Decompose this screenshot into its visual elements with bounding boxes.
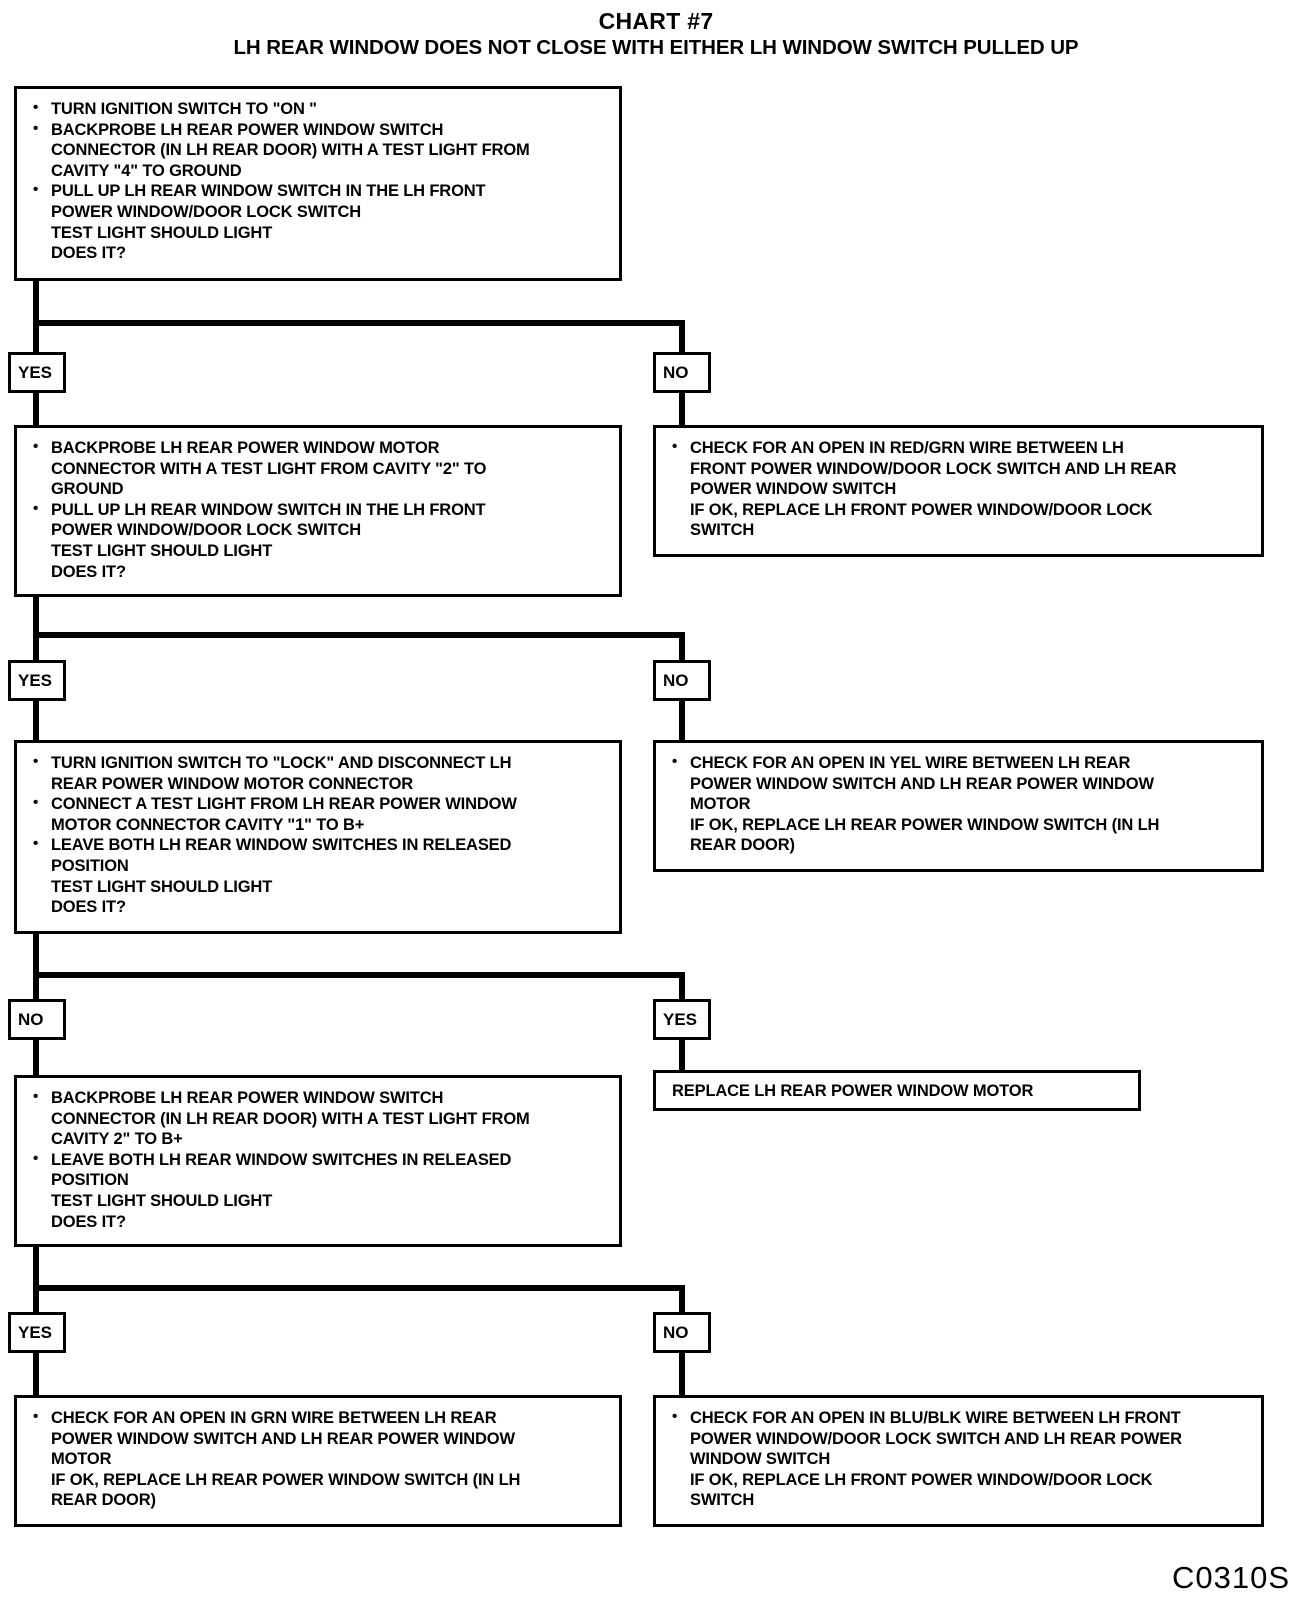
connector-step3-stem (33, 934, 39, 1008)
node-step2-no-line-0: CHECK FOR AN OPEN IN YEL WIRE BETWEEN LH… (668, 752, 1251, 774)
node-step1-no: CHECK FOR AN OPEN IN RED/GRN WIRE BETWEE… (653, 425, 1264, 557)
connector-branch1-bus (33, 320, 685, 326)
node-step2-line-5: TEST LIGHT SHOULD LIGHT (51, 541, 273, 560)
node-step4-no-line-1: POWER WINDOW/DOOR LOCK SWITCH AND LH REA… (690, 1429, 1182, 1448)
decision-chip-yes-3[interactable]: YES (653, 999, 711, 1040)
node-step1-line-6: TEST LIGHT SHOULD LIGHT (51, 223, 273, 242)
node-step4-line-1: CONNECTOR (IN LH REAR DOOR) WITH A TEST … (51, 1109, 530, 1128)
node-step1-line-7: DOES IT? (51, 244, 126, 263)
connector-branch2-right-drop (679, 632, 685, 669)
node-step1-no-line-4: SWITCH (690, 521, 755, 540)
node-step1-no-line-3: IF OK, REPLACE LH FRONT POWER WINDOW/DOO… (690, 500, 1153, 519)
connector-branch1-right-drop (679, 320, 685, 363)
node-step3: TURN IGNITION SWITCH TO "LOCK" AND DISCO… (14, 740, 622, 934)
node-step4-line-0: BACKPROBE LH REAR POWER WINDOW SWITCH (29, 1087, 609, 1109)
node-step4-no-line-2: WINDOW SWITCH (690, 1450, 831, 1469)
decision-chip-no-1[interactable]: NO (653, 352, 711, 393)
chart-subtitle: LH REAR WINDOW DOES NOT CLOSE WITH EITHE… (233, 36, 1079, 59)
node-step1-no-line-2: POWER WINDOW SWITCH (690, 480, 897, 499)
node-step2-no-line-4: REAR DOOR) (690, 836, 795, 855)
node-step3-yes: REPLACE LH REAR POWER WINDOW MOTOR (653, 1070, 1141, 1111)
node-step4-line-3: LEAVE BOTH LH REAR WINDOW SWITCHES IN RE… (29, 1149, 609, 1171)
node-step2-line-4: POWER WINDOW/DOOR LOCK SWITCH (51, 521, 362, 540)
node-step1-line-0: TURN IGNITION SWITCH TO "ON " (29, 98, 609, 120)
node-step1-line-1: BACKPROBE LH REAR POWER WINDOW SWITCH (29, 119, 609, 141)
node-step3-line-2: CONNECT A TEST LIGHT FROM LH REAR POWER … (29, 793, 609, 815)
decision-chip-no-4[interactable]: NO (653, 1312, 711, 1353)
node-step1-line-5: POWER WINDOW/DOOR LOCK SWITCH (51, 202, 362, 221)
node-step2-line-6: DOES IT? (51, 562, 126, 581)
node-step3-line-0: TURN IGNITION SWITCH TO "LOCK" AND DISCO… (29, 752, 609, 774)
connector-branch2-bus (33, 632, 685, 638)
node-step4-yes-line-2: MOTOR (51, 1450, 112, 1469)
node-step2-no-line-1: POWER WINDOW SWITCH AND LH REAR POWER WI… (690, 774, 1154, 793)
connector-yes3-to-replace-motor (679, 1037, 685, 1070)
node-step4-yes-line-0: CHECK FOR AN OPEN IN GRN WIRE BETWEEN LH… (29, 1407, 609, 1429)
node-step4-line-5: TEST LIGHT SHOULD LIGHT (51, 1191, 273, 1210)
node-step2-line-0: BACKPROBE LH REAR POWER WINDOW MOTOR (29, 437, 609, 459)
node-step4-yes-line-1: POWER WINDOW SWITCH AND LH REAR POWER WI… (51, 1429, 515, 1448)
node-step1-no-line-0: CHECK FOR AN OPEN IN RED/GRN WIRE BETWEE… (668, 437, 1251, 459)
node-step2-no-line-2: MOTOR (690, 795, 751, 814)
decision-chip-yes-2[interactable]: YES (8, 660, 66, 701)
connector-no4-to-result (679, 1350, 685, 1395)
connector-branch3-right-drop (679, 972, 685, 1008)
connector-yes4-to-result (33, 1350, 39, 1395)
node-step4: BACKPROBE LH REAR POWER WINDOW SWITCH CO… (14, 1075, 622, 1247)
node-step2-line-3: PULL UP LH REAR WINDOW SWITCH IN THE LH … (29, 499, 609, 521)
reference-code: C0310S (1171, 1560, 1290, 1595)
node-step1-line-4: PULL UP LH REAR WINDOW SWITCH IN THE LH … (29, 180, 609, 202)
decision-chip-no-2[interactable]: NO (653, 660, 711, 701)
connector-branch4-right-drop (679, 1285, 685, 1321)
chart-title: CHART #7 (598, 8, 714, 34)
node-step1: TURN IGNITION SWITCH TO "ON " BACKPROBE … (14, 86, 622, 281)
connector-no1-to-step1no (679, 390, 685, 425)
connector-branch3-bus (33, 972, 685, 978)
node-step3-line-5: POSITION (51, 856, 129, 875)
node-step4-no-line-3: IF OK, REPLACE LH FRONT POWER WINDOW/DOO… (690, 1470, 1153, 1489)
node-step3-yes-line-0: REPLACE LH REAR POWER WINDOW MOTOR (672, 1082, 1034, 1100)
node-step1-line-3: CAVITY "4" TO GROUND (51, 161, 242, 180)
node-step4-yes: CHECK FOR AN OPEN IN GRN WIRE BETWEEN LH… (14, 1395, 622, 1527)
connector-yes2-to-step3 (33, 698, 39, 740)
node-step4-line-2: CAVITY 2" TO B+ (51, 1130, 183, 1149)
node-step4-no-line-4: SWITCH (690, 1491, 755, 1510)
node-step4-no-line-0: CHECK FOR AN OPEN IN BLU/BLK WIRE BETWEE… (668, 1407, 1251, 1429)
node-step2: BACKPROBE LH REAR POWER WINDOW MOTOR CON… (14, 425, 622, 597)
decision-chip-yes-4[interactable]: YES (8, 1312, 66, 1353)
node-step4-yes-line-4: REAR DOOR) (51, 1491, 156, 1510)
node-step2-line-1: CONNECTOR WITH A TEST LIGHT FROM CAVITY … (51, 459, 487, 478)
node-step3-line-6: TEST LIGHT SHOULD LIGHT (51, 877, 273, 896)
connector-no3-to-step4 (33, 1037, 39, 1075)
node-step1-no-line-1: FRONT POWER WINDOW/DOOR LOCK SWITCH AND … (690, 459, 1177, 478)
decision-chip-yes-1[interactable]: YES (8, 352, 66, 393)
node-step3-line-1: REAR POWER WINDOW MOTOR CONNECTOR (51, 774, 414, 793)
connector-branch4-bus (33, 1285, 685, 1291)
node-step3-line-4: LEAVE BOTH LH REAR WINDOW SWITCHES IN RE… (29, 834, 609, 856)
decision-chip-no-3[interactable]: NO (8, 999, 66, 1040)
node-step4-line-6: DOES IT? (51, 1212, 126, 1231)
node-step1-line-2: CONNECTOR (IN LH REAR DOOR) WITH A TEST … (51, 141, 530, 160)
node-step4-yes-line-3: IF OK, REPLACE LH REAR POWER WINDOW SWIT… (51, 1470, 521, 1489)
node-step2-line-2: GROUND (51, 480, 124, 499)
connector-no2-to-step2no (679, 698, 685, 740)
node-step4-no: CHECK FOR AN OPEN IN BLU/BLK WIRE BETWEE… (653, 1395, 1264, 1527)
node-step3-line-7: DOES IT? (51, 898, 126, 917)
node-step2-no-line-3: IF OK, REPLACE LH REAR POWER WINDOW SWIT… (690, 815, 1160, 834)
node-step4-line-4: POSITION (51, 1171, 129, 1190)
node-step2-no: CHECK FOR AN OPEN IN YEL WIRE BETWEEN LH… (653, 740, 1264, 872)
node-step3-line-3: MOTOR CONNECTOR CAVITY "1" TO B+ (51, 815, 365, 834)
connector-step4-stem (33, 1247, 39, 1321)
connector-yes1-to-step2 (33, 390, 39, 425)
